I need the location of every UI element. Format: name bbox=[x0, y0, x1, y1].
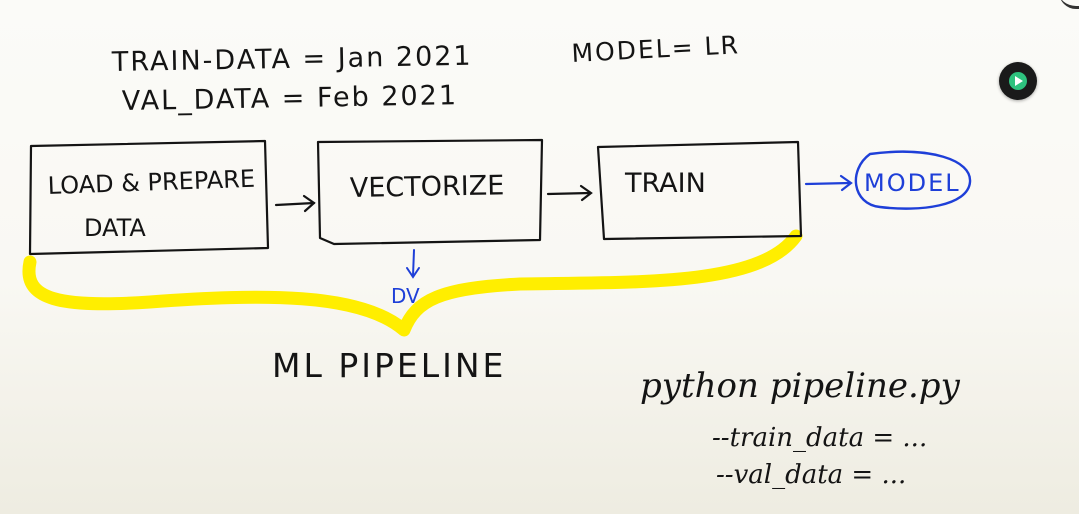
dv-label: DV bbox=[391, 284, 420, 308]
train-data-arg: --train_data = ... bbox=[712, 423, 927, 453]
window-corner-decoration bbox=[1059, 0, 1079, 9]
pipeline-brace bbox=[22, 229, 803, 337]
ml-pipeline-caption: ML PIPELINE bbox=[272, 346, 506, 385]
load-prepare-label: LOAD & PREPARE bbox=[47, 165, 255, 200]
play-button[interactable] bbox=[999, 62, 1037, 100]
data-label: DATA bbox=[84, 214, 146, 242]
train-data-note: TRAIN-DATA = Jan 2021 bbox=[111, 41, 473, 78]
play-icon bbox=[1009, 72, 1027, 90]
dv-arrow bbox=[406, 249, 420, 279]
command-line: python pipeline.py bbox=[640, 366, 961, 406]
arrow-vectorize-to-train bbox=[546, 184, 593, 202]
load-prepare-box-shadow bbox=[264, 144, 269, 249]
model-note: MODEL= LR bbox=[571, 30, 741, 68]
model-output-label: MODEL bbox=[864, 169, 961, 197]
val-data-note: VAL_DATA = Feb 2021 bbox=[122, 80, 459, 117]
model-oval bbox=[854, 150, 972, 210]
train-box bbox=[596, 140, 803, 241]
val-data-arg: --val_data = ... bbox=[716, 460, 906, 490]
arrow-train-to-model bbox=[804, 174, 853, 192]
arrow-load-to-vectorize bbox=[274, 194, 316, 213]
train-label: TRAIN bbox=[624, 168, 706, 199]
vectorize-label: VECTORIZE bbox=[350, 170, 505, 204]
